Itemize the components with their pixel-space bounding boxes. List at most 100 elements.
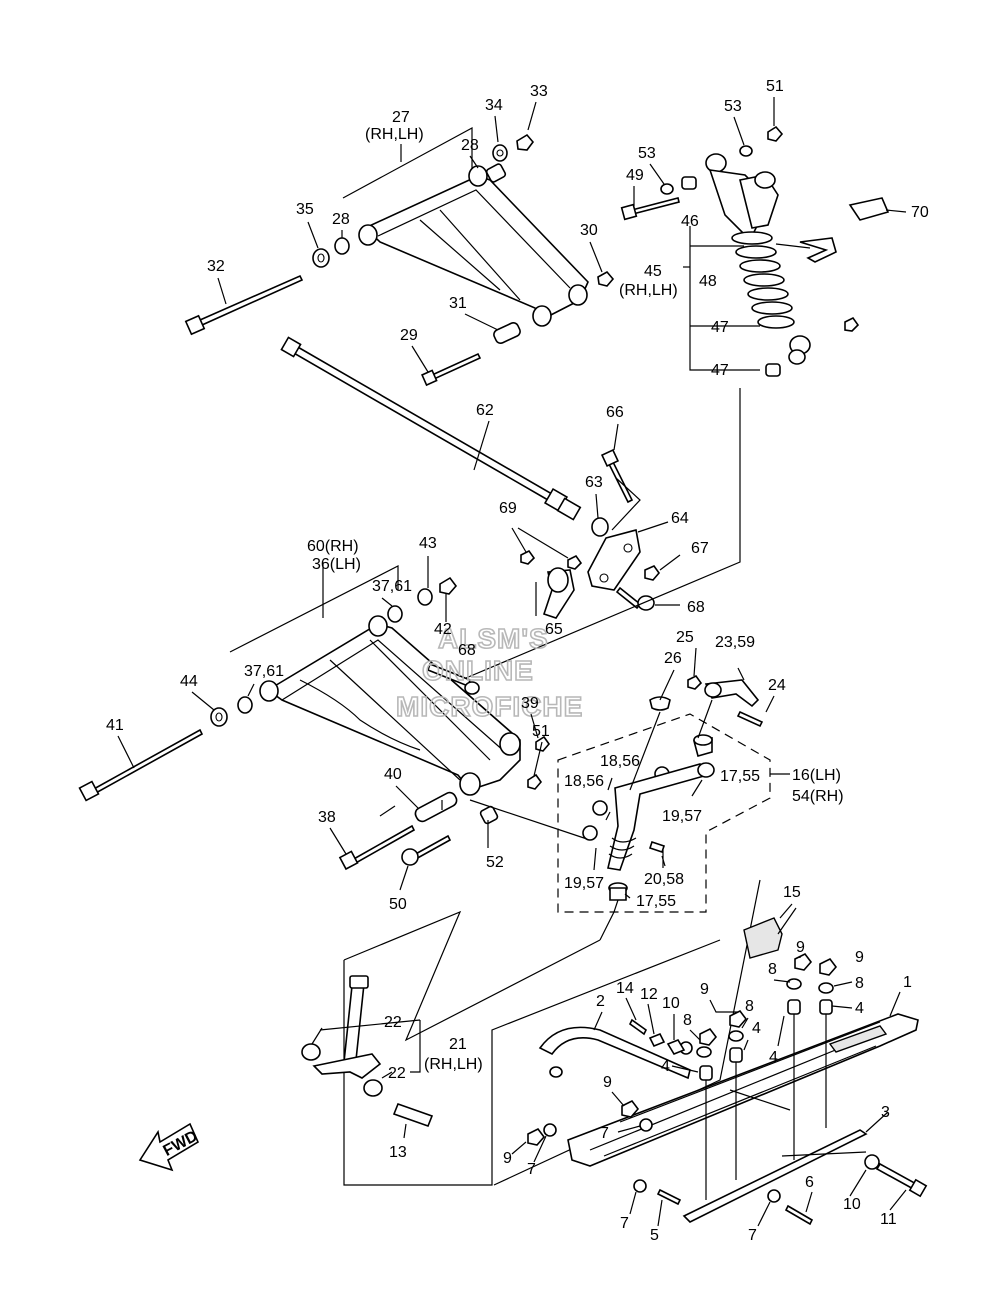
part-label-53-left: 53 [638, 145, 656, 162]
part-label-66: 66 [606, 404, 624, 421]
part-label-15: 15 [783, 884, 801, 901]
part-label-54-rh: 54(RH) [792, 788, 844, 805]
part-label-3: 3 [881, 1104, 890, 1121]
part-label-28-lower: 28 [332, 211, 350, 228]
part-label-42: 42 [434, 621, 452, 638]
part-label-8-d: 8 [683, 1012, 692, 1029]
part-label-64: 64 [671, 510, 689, 527]
part-label-27-sub: (RH,LH) [365, 126, 424, 143]
part-label-4-a: 4 [855, 1000, 864, 1017]
part-label-48: 48 [699, 273, 717, 290]
part-label-33: 33 [530, 83, 548, 100]
part-label-40: 40 [384, 766, 402, 783]
part-label-69: 69 [499, 500, 517, 517]
part-label-47-lower: 47 [711, 362, 729, 379]
fwd-direction-arrow: FWD [138, 1122, 201, 1172]
part-labels: 33 34 27 (RH,LH) 28 35 28 32 30 31 29 51… [106, 78, 929, 1244]
part-label-7-c: 7 [620, 1215, 629, 1232]
lower-a-arm-assembly [78, 562, 721, 1186]
part-label-44: 44 [180, 673, 198, 690]
part-label-5: 5 [650, 1227, 659, 1244]
part-label-4-d: 4 [661, 1058, 670, 1075]
part-label-7-a: 7 [600, 1125, 609, 1142]
part-label-20-58: 20,58 [644, 871, 684, 888]
part-label-28-upper: 28 [461, 137, 479, 154]
part-label-10-a: 10 [662, 995, 680, 1012]
part-label-53-top: 53 [724, 98, 742, 115]
part-label-17-55-top: 17,55 [720, 768, 760, 785]
part-label-9-a: 9 [796, 939, 805, 956]
part-label-19-57-a: 19,57 [662, 808, 702, 825]
part-label-26: 26 [664, 650, 682, 667]
part-label-29: 29 [400, 327, 418, 344]
part-label-39: 39 [521, 695, 539, 712]
part-label-7-d: 7 [748, 1227, 757, 1244]
watermark-line-2: ONLINE [422, 655, 534, 686]
part-label-67: 67 [691, 540, 709, 557]
part-label-46: 46 [681, 213, 699, 230]
part-label-4-c: 4 [769, 1049, 778, 1066]
kingpin-assembly [301, 975, 434, 1139]
part-label-45: 45 [644, 263, 662, 280]
part-label-9-e: 9 [503, 1150, 512, 1167]
part-label-37-61-upper: 37,61 [372, 578, 412, 595]
part-label-50: 50 [389, 896, 407, 913]
part-label-52: 52 [486, 854, 504, 871]
part-label-35: 35 [296, 201, 314, 218]
spindle-box [557, 667, 790, 941]
part-label-32: 32 [207, 258, 225, 275]
leader-lines [117, 97, 907, 1227]
part-label-2: 2 [596, 993, 605, 1010]
watermark-line-1: ALSM'S [438, 623, 549, 654]
part-label-68-right: 68 [687, 599, 705, 616]
part-label-8-a: 8 [768, 961, 777, 978]
part-label-22-a: 22 [384, 1014, 402, 1031]
part-label-68-left: 68 [458, 642, 476, 659]
part-label-47-upper: 47 [711, 319, 729, 336]
part-label-21: 21 [449, 1036, 467, 1053]
shaft-62 [280, 336, 582, 521]
part-label-13: 13 [389, 1144, 407, 1161]
part-label-62: 62 [476, 402, 494, 419]
part-label-37-61-lower: 37,61 [244, 663, 284, 680]
part-label-6: 6 [805, 1174, 814, 1191]
part-label-9-d: 9 [603, 1074, 612, 1091]
part-label-23-59: 23,59 [715, 634, 755, 651]
part-label-1: 1 [903, 974, 912, 991]
part-label-43: 43 [419, 535, 437, 552]
part-label-70: 70 [911, 204, 929, 221]
part-label-7-b: 7 [527, 1161, 536, 1178]
part-label-17-55-bottom: 17,55 [636, 893, 676, 910]
part-label-11: 11 [880, 1211, 897, 1228]
part-label-8-c: 8 [745, 998, 754, 1015]
part-label-51-lower: 51 [532, 723, 550, 740]
part-label-16-lh: 16(LH) [792, 767, 841, 784]
shock-absorber-assembly [620, 125, 907, 377]
part-label-14: 14 [616, 980, 634, 997]
watermark: ALSM'S ONLINE MICROFICHE [395, 622, 583, 723]
part-label-24: 24 [768, 677, 786, 694]
part-label-9-c: 9 [700, 981, 709, 998]
part-label-10-b: 10 [843, 1196, 861, 1213]
part-label-34: 34 [485, 97, 503, 114]
part-label-18-56-b: 18,56 [564, 773, 604, 790]
part-label-12: 12 [640, 986, 658, 1003]
part-label-38: 38 [318, 809, 336, 826]
part-label-49: 49 [626, 167, 644, 184]
part-label-21-sub: (RH,LH) [424, 1056, 483, 1073]
part-label-60-rh: 60(RH) [307, 538, 359, 555]
shock-spring [731, 231, 795, 329]
linkage-assembly [465, 388, 741, 679]
part-label-45-sub: (RH,LH) [619, 282, 678, 299]
part-label-41: 41 [106, 717, 124, 734]
part-label-36-lh: 36(LH) [312, 556, 361, 573]
part-label-30: 30 [580, 222, 598, 239]
ski-assembly [493, 879, 928, 1226]
part-label-65: 65 [545, 621, 563, 638]
part-label-27: 27 [392, 109, 410, 126]
part-label-4-b: 4 [752, 1020, 761, 1037]
part-label-19-57-b: 19,57 [564, 875, 604, 892]
part-label-9-b: 9 [855, 949, 864, 966]
part-label-31: 31 [449, 295, 467, 312]
